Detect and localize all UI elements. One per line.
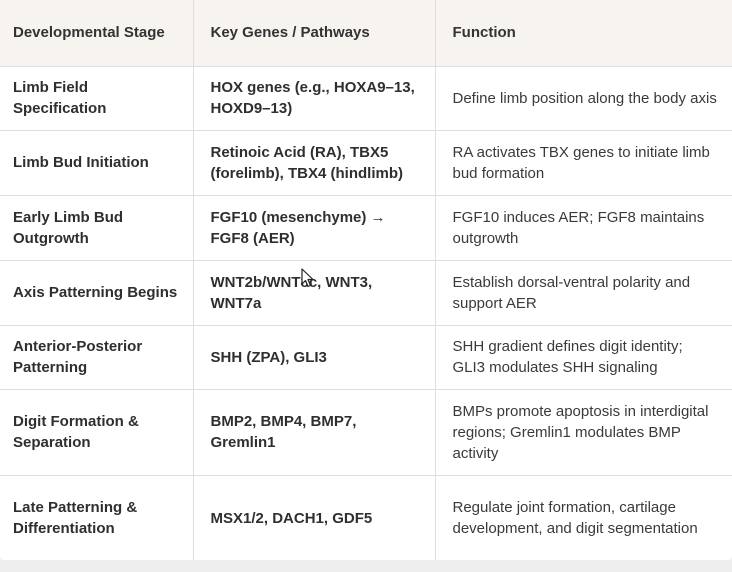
table-row: Anterior-Posterior Patterning SHH (ZPA),… <box>0 324 732 390</box>
genes-cell: MSX1/2, DACH1, GDF5 <box>192 474 436 560</box>
stage-cell: Digit Formation & Separation <box>0 388 194 476</box>
function-cell: Regulate joint formation, cartilage deve… <box>434 474 732 560</box>
genes-cell: FGF10 (mesenchyme) → FGF8 (AER) <box>192 194 436 261</box>
stage-cell: Axis Patterning Begins <box>0 259 194 326</box>
table-row: Limb Bud Initiation Retinoic Acid (RA), … <box>0 129 732 196</box>
table-container: Developmental Stage Key Genes / Pathways… <box>0 0 732 560</box>
function-cell: RA activates TBX genes to initiate limb … <box>434 129 732 196</box>
table-header-row: Developmental Stage Key Genes / Pathways… <box>0 0 732 67</box>
table-row: Axis Patterning Begins WNT2b/WNT8c, WNT3… <box>0 259 732 326</box>
function-cell: SHH gradient defines digit identity; GLI… <box>434 324 732 390</box>
function-cell: FGF10 induces AER; FGF8 maintains outgro… <box>434 194 732 261</box>
genes-cell: BMP2, BMP4, BMP7, Gremlin1 <box>192 388 436 476</box>
genes-cell: SHH (ZPA), GLI3 <box>192 324 436 390</box>
header-function: Function <box>434 0 732 67</box>
table-row: Digit Formation & Separation BMP2, BMP4,… <box>0 388 732 476</box>
genes-cell: HOX genes (e.g., HOXA9–13, HOXD9–13) <box>192 65 436 131</box>
table-row: Early Limb Bud Outgrowth FGF10 (mesenchy… <box>0 194 732 261</box>
genes-cell: WNT2b/WNT8c, WNT3, WNT7a <box>192 259 436 326</box>
stage-cell: Late Patterning & Differentiation <box>0 474 194 560</box>
function-cell: BMPs promote apoptosis in interdigital r… <box>434 388 732 476</box>
header-developmental-stage: Developmental Stage <box>0 0 194 67</box>
stage-cell: Anterior-Posterior Patterning <box>0 324 194 390</box>
stage-cell: Limb Bud Initiation <box>0 129 194 196</box>
table-row: Late Patterning & Differentiation MSX1/2… <box>0 474 732 560</box>
function-cell: Establish dorsal-ventral polarity and su… <box>434 259 732 326</box>
stage-cell: Early Limb Bud Outgrowth <box>0 194 194 261</box>
mouse-pointer-icon <box>301 268 314 288</box>
genes-cell: Retinoic Acid (RA), TBX5 (forelimb), TBX… <box>192 129 436 196</box>
header-key-genes: Key Genes / Pathways <box>192 0 436 67</box>
table-row: Limb Field Specification HOX genes (e.g.… <box>0 65 732 131</box>
stage-cell: Limb Field Specification <box>0 65 194 131</box>
function-cell: Define limb position along the body axis <box>434 65 732 131</box>
limb-development-table: Developmental Stage Key Genes / Pathways… <box>0 0 732 560</box>
